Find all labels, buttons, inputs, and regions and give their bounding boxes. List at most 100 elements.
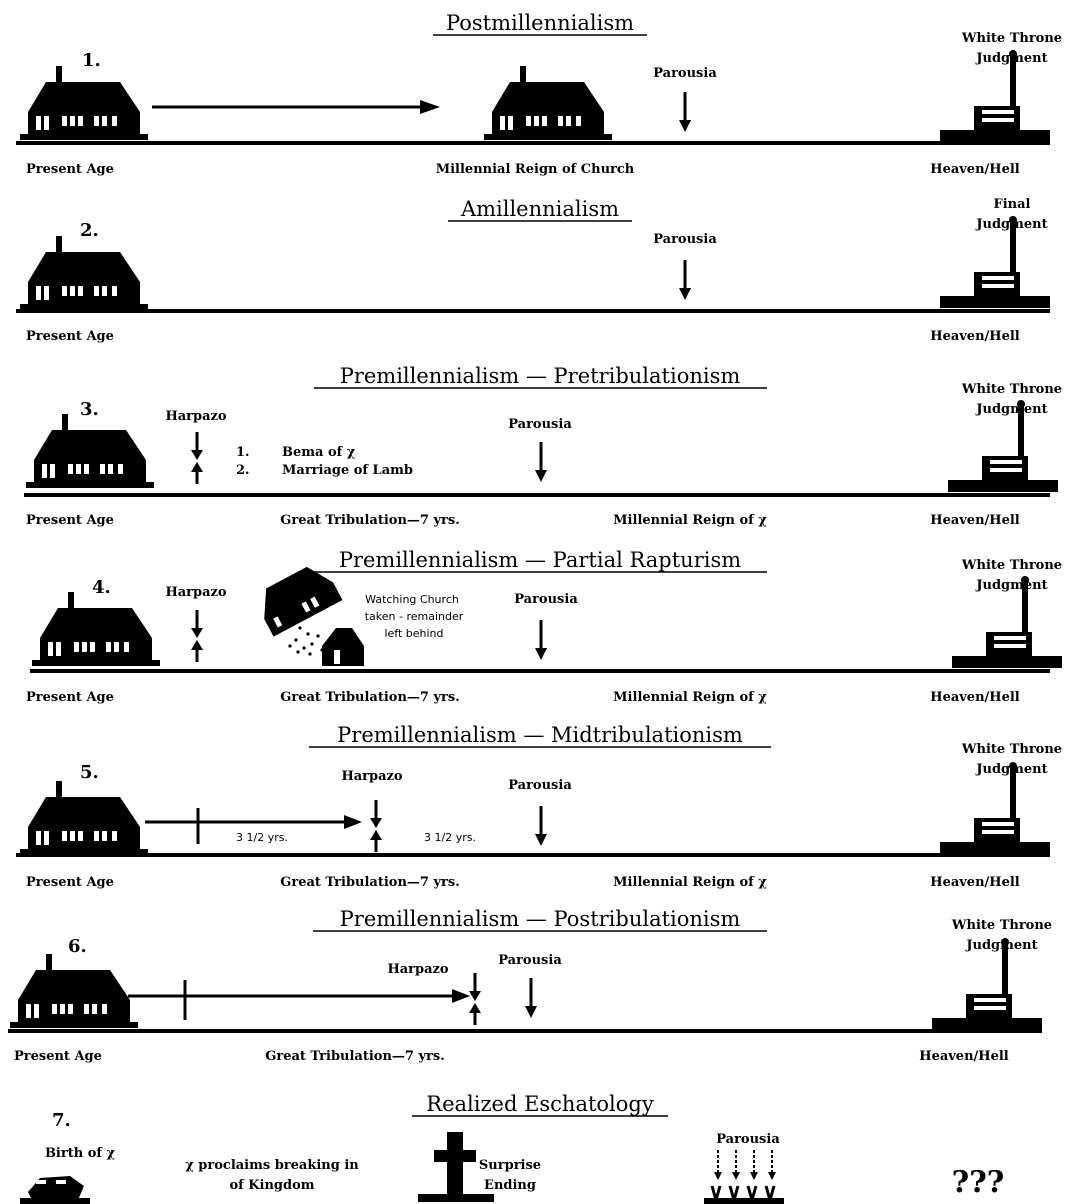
question-marks: ???	[952, 1165, 1005, 1200]
descending-arrows-icon	[704, 1150, 784, 1204]
harpazo-arrows-icon	[467, 971, 483, 1027]
parousia-label: Parousia	[653, 232, 717, 247]
parousia-label: Parousia	[514, 592, 578, 607]
heaven-hell-label: Heaven/Hell	[930, 162, 1019, 177]
millennial-label: Millennial Reign of χ	[613, 875, 767, 890]
judgment-label-line2: Judgment	[965, 938, 1037, 953]
present-age-label: Present Age	[26, 329, 114, 344]
row-4-partial-rapturism: Premillennialism — Partial Rapturism 4. …	[26, 548, 1062, 705]
tribulation-label: Great Tribulation—7 yrs.	[265, 1049, 444, 1064]
list-item-marriage: Marriage of Lamb	[282, 463, 413, 478]
row-1-number: 1.	[82, 50, 101, 71]
arrow-icon	[152, 100, 440, 114]
row-7-realized-eschatology: Realized Eschatology 7. Birth of χ χ pro…	[20, 1092, 1004, 1204]
tribulation-label: Great Tribulation—7 yrs.	[280, 875, 459, 890]
surprise-label-line2: Ending	[484, 1178, 536, 1193]
list-num-2: 2.	[236, 463, 250, 478]
judgment-label-line1: White Throne	[961, 558, 1062, 573]
timeline	[16, 309, 1050, 313]
harpazo-label: Harpazo	[387, 962, 448, 977]
row-5-number: 5.	[80, 762, 99, 783]
small-church-icon	[322, 628, 364, 666]
row-7-title: Realized Eschatology	[426, 1092, 654, 1116]
row-2-title: Amillennialism	[460, 197, 619, 221]
parousia-label: Parousia	[716, 1132, 780, 1147]
millennial-label: Millennial Reign of χ	[613, 513, 767, 528]
manger-icon	[20, 1176, 90, 1204]
tilted-church-icon	[264, 566, 343, 656]
timeline	[16, 853, 1050, 857]
heaven-hell-label: Heaven/Hell	[930, 875, 1019, 890]
row-3-title: Premillennialism — Pretribulationism	[340, 364, 741, 388]
harpazo-arrows-icon	[368, 798, 384, 854]
row-7-number: 7.	[52, 1110, 71, 1131]
timeline	[16, 141, 1050, 145]
present-age-label: Present Age	[26, 875, 114, 890]
harpazo-label: Harpazo	[165, 585, 226, 600]
present-age-label: Present Age	[26, 690, 114, 705]
judgment-label-line2: Judgment	[975, 402, 1047, 417]
down-arrow-icon	[677, 90, 693, 134]
parousia-label: Parousia	[653, 66, 717, 81]
church-icon	[484, 66, 612, 140]
judgment-label-line1: White Throne	[951, 918, 1052, 933]
millennial-label: Millennial Reign of χ	[613, 690, 767, 705]
row-6-postribulationism: Premillennialism — Postribulationism 6. …	[8, 907, 1052, 1064]
parousia-label: Parousia	[508, 778, 572, 793]
note-line3: left behind	[384, 627, 443, 640]
list-num-1: 1.	[236, 445, 250, 460]
note-line1: Watching Church	[365, 593, 459, 606]
row-6-title: Premillennialism — Postribulationism	[340, 907, 741, 931]
row-3-number: 3.	[80, 399, 99, 420]
judgment-label-line1: Final	[994, 197, 1031, 212]
harpazo-arrows-icon	[189, 608, 205, 664]
timeline	[8, 1029, 1042, 1033]
row-3-pretribulationism: Premillennialism — Pretribulationism 3. …	[24, 364, 1062, 528]
kingdom-label-line1: χ proclaims breaking in	[185, 1158, 359, 1173]
row-5-title: Premillennialism — Midtribulationism	[337, 723, 743, 747]
church-icon	[20, 781, 148, 855]
down-arrow-icon	[533, 618, 549, 662]
present-age-label: Present Age	[26, 513, 114, 528]
half2-label: 3 1/2 yrs.	[424, 831, 476, 844]
heaven-hell-label: Heaven/Hell	[930, 329, 1019, 344]
row-4-title: Premillennialism — Partial Rapturism	[339, 548, 741, 572]
down-arrow-icon	[677, 258, 693, 302]
judgment-label-line1: White Throne	[961, 382, 1062, 397]
church-icon	[32, 592, 160, 666]
row-4-number: 4.	[92, 577, 111, 598]
parousia-label: Parousia	[508, 417, 572, 432]
judgment-label-line2: Judgment	[975, 578, 1047, 593]
row-1-postmillennialism: Postmillennialism 1. Parousia White Thro…	[16, 11, 1062, 177]
kingdom-label-line2: of Kingdom	[229, 1178, 314, 1193]
heaven-hell-label: Heaven/Hell	[919, 1049, 1008, 1064]
church-icon	[20, 66, 148, 140]
down-arrow-icon	[523, 976, 539, 1020]
harpazo-label: Harpazo	[341, 769, 402, 784]
list-item-bema: Bema of χ	[282, 445, 356, 460]
judgment-label-line1: White Throne	[961, 742, 1062, 757]
tribulation-label: Great Tribulation—7 yrs.	[280, 690, 459, 705]
present-age-label: Present Age	[26, 162, 114, 177]
church-icon	[20, 236, 148, 310]
down-arrow-icon	[533, 440, 549, 484]
tribulation-label: Great Tribulation—7 yrs.	[280, 513, 459, 528]
surprise-label-line1: Surprise	[479, 1158, 541, 1173]
parousia-label: Parousia	[498, 953, 562, 968]
timeline	[24, 493, 1050, 497]
heaven-hell-label: Heaven/Hell	[930, 690, 1019, 705]
judgment-label-line1: White Throne	[961, 31, 1062, 46]
heaven-hell-label: Heaven/Hell	[930, 513, 1019, 528]
millennial-reign-label: Millennial Reign of Church	[436, 162, 635, 177]
arrow-icon	[145, 815, 362, 829]
cross-icon	[418, 1132, 494, 1202]
half1-label: 3 1/2 yrs.	[236, 831, 288, 844]
row-2-number: 2.	[80, 220, 99, 241]
row-1-title: Postmillennialism	[446, 11, 634, 35]
arrow-icon	[128, 989, 470, 1003]
row-5-midtribulationism: Premillennialism — Midtribulationism 5. …	[16, 723, 1062, 890]
harpazo-arrows-icon	[189, 430, 205, 486]
row-2-amillennialism: Amillennialism 2. Parousia Final Judgmen…	[16, 197, 1050, 344]
down-arrow-icon	[533, 804, 549, 848]
